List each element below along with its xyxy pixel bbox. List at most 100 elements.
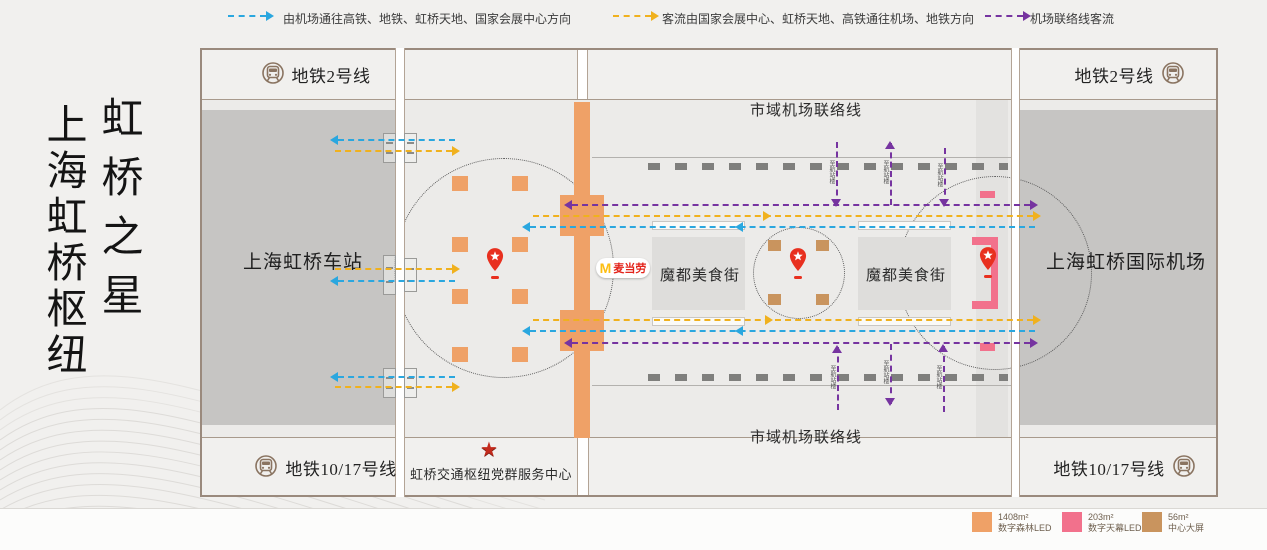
gate-dash (386, 377, 393, 379)
gate-dash (407, 152, 414, 154)
legend-swatch-1 (1062, 512, 1082, 532)
flow-arrow-yellow (335, 150, 452, 152)
gate-icon (383, 133, 396, 163)
mcdonalds-arches-icon: M (599, 260, 612, 276)
link-flow-arrowhead (885, 398, 895, 406)
walkway (652, 317, 745, 326)
metro-line10-17-west: 地铁10/17号线 (235, 453, 415, 481)
link-flow-arrow (890, 143, 892, 205)
gate-dash (386, 387, 393, 389)
walkway (858, 317, 951, 326)
legend-purple-label: 机场联络线客流 (1030, 12, 1115, 26)
sky-canopy-led (980, 191, 995, 198)
flow-arrowhead-yellow (651, 11, 659, 21)
gate-dash (386, 152, 393, 154)
link-flow-arrowhead (832, 345, 842, 353)
railway-station-block (202, 110, 395, 425)
link-flow-arrowhead (938, 344, 948, 352)
location-pin-icon (787, 246, 809, 279)
flow-arrowhead-blue (330, 276, 338, 286)
metro-icon (261, 62, 284, 84)
led-label: 中心大屏 (1168, 523, 1205, 533)
food-street-west-label: 魔都美食街 (660, 268, 741, 284)
gate-dash (407, 387, 414, 389)
flow-arrowhead-blue (735, 222, 743, 232)
band-divider-top (202, 99, 1216, 100)
bottom-band (202, 438, 1216, 495)
mcdonalds-badge: M 麦当劳 (596, 258, 650, 278)
legend-blue-label: 由机场通往高铁、地铁、虹桥天地、国家会展中心方向 (283, 12, 572, 26)
flow-arrowhead-purple (1023, 11, 1031, 21)
flow-arrowhead-purple (1030, 200, 1038, 210)
flow-arrow-blue (530, 330, 1035, 332)
link-line-label-top: 市域机场联络线 (750, 103, 863, 119)
link-flow-tag: 至航站楼 (935, 365, 941, 389)
flow-arrowhead-blue (266, 11, 274, 21)
metro-line2-east-label: 地铁2号线 (1074, 66, 1154, 86)
forest-led-square (512, 289, 528, 304)
metro-line2-west-label: 地铁2号线 (291, 66, 371, 86)
led-label: 数字森林LED (998, 523, 1052, 533)
metro-line10-17-west-label: 地铁10/17号线 (285, 459, 397, 479)
link-flow-arrowhead (831, 199, 841, 207)
metro-line10-17-east: 地铁10/17号线 (1040, 453, 1210, 481)
gate-icon (404, 258, 417, 292)
link-flow-tag: 至航站楼 (829, 364, 835, 389)
forest-led-square (512, 347, 528, 362)
flow-arrowhead-blue (330, 372, 338, 382)
center-screen-square (816, 240, 829, 251)
link-line-track-bottom (648, 374, 1008, 381)
led-legend-item: 1408m² 数字森林LED (972, 512, 1052, 534)
center-screen-square (816, 294, 829, 305)
link-line-label-bottom: 市域机场联络线 (750, 430, 863, 446)
walkway (858, 221, 951, 230)
flow-arrowhead-blue (330, 135, 338, 145)
flow-arrow-yellow (335, 386, 452, 388)
band-divider-bottom (202, 437, 1216, 438)
link-flow-arrow (837, 347, 839, 410)
flow-arrow-yellow (533, 319, 1033, 321)
link-flow-tag: 至航站楼 (936, 162, 942, 187)
gate-dash (386, 142, 393, 144)
link-flow-arrowhead (939, 199, 949, 207)
link-flow-arrow (944, 148, 946, 205)
flow-arrowhead-purple (564, 200, 572, 210)
flow-arrowhead-yellow (763, 211, 771, 221)
sky-canopy-led (980, 343, 995, 351)
location-pin-icon (484, 246, 506, 279)
page-title: 虹桥之星 (95, 96, 141, 332)
led-legend-item: 56m² 中心大屏 (1142, 512, 1204, 534)
metro-line2-east: 地铁2号线 (1055, 60, 1205, 88)
flow-arrow-blue (338, 280, 455, 282)
gate-dash (407, 377, 414, 379)
forest-led-square (512, 176, 528, 191)
flow-arrow-blue (338, 139, 455, 141)
link-flow-tag: 至航站楼 (828, 159, 834, 184)
top-band (202, 50, 1216, 99)
center-screen-square (768, 240, 781, 251)
metro-icon (1161, 62, 1184, 84)
forest-led-square (452, 176, 468, 191)
flow-arrowhead-yellow (452, 264, 460, 274)
flow-arrowhead-purple (1030, 338, 1038, 348)
metro-line2-west: 地铁2号线 (240, 60, 390, 88)
flow-arrowhead-purple (564, 338, 572, 348)
page-subtitle: 上海虹桥枢纽 (40, 103, 86, 379)
link-line-track-top (648, 163, 1008, 170)
flow-arrow-blue (338, 376, 455, 378)
forest-led-square (452, 289, 468, 304)
location-pin-shadow (491, 276, 499, 279)
location-pin-shadow (984, 275, 992, 278)
flow-arrowhead-blue (522, 326, 530, 336)
flow-arrow-purple (572, 342, 1030, 344)
flow-arrow-blue (530, 226, 1035, 228)
corridor-center-bottom (577, 438, 589, 495)
flow-arrowhead-yellow (1033, 211, 1041, 221)
link-flow-arrowhead (885, 141, 895, 149)
walkway (652, 221, 745, 230)
gate-dash (407, 142, 414, 144)
corridor-east (1011, 48, 1020, 497)
flow-arrow-yellow (335, 268, 452, 270)
link-flow-tag: 至航站楼 (882, 160, 888, 184)
flow-arrowhead-yellow (452, 382, 460, 392)
